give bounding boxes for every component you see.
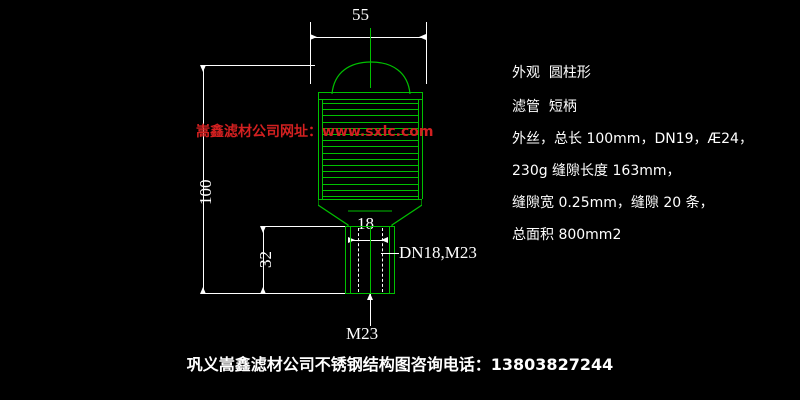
part-body-left-wall [318, 99, 319, 199]
part-body-left-inner [322, 99, 323, 199]
part-slot-ring [322, 103, 418, 104]
dim-arrow-stemw-right [381, 237, 388, 243]
part-flange-top [318, 92, 422, 93]
part-slot-ring [322, 184, 418, 185]
part-bore-left-hidden [358, 228, 359, 292]
dim-text-top-width: 55 [352, 5, 369, 24]
dim-line-stem-width [348, 240, 388, 241]
part-body-right-inner [418, 99, 419, 199]
part-flange-right [422, 92, 423, 99]
part-body-bottom [318, 199, 422, 200]
dim-arrow-top-right [419, 34, 426, 40]
ext-line-height-bottom [203, 293, 348, 294]
part-cap-dome [331, 61, 411, 95]
dim-line-overall-height [203, 65, 204, 293]
part-slot-ring [322, 134, 418, 135]
ext-line-top-left [310, 22, 311, 84]
part-collar-bottom [345, 293, 395, 294]
dim-text-stem-width: 18 [357, 214, 374, 233]
dim-arrow-stem-bottom [260, 287, 266, 294]
ext-line-top-right [426, 22, 427, 84]
spec-line: 外观 圆柱形 [512, 65, 591, 81]
footer-contact-text: 巩义嵩鑫滤材公司不锈钢结构图咨询电话：13803827244 [186, 355, 614, 374]
part-slot-ring [322, 140, 418, 141]
part-collar-top [345, 226, 395, 227]
part-slot-ring [322, 153, 418, 154]
part-slot-ring [322, 115, 418, 116]
part-slot-ring [322, 109, 418, 110]
part-collar-left [345, 226, 346, 294]
spec-line: 缝隙宽 0.25mm，缝隙 20 条， [512, 195, 714, 211]
spec-line: 230g 缝隙长度 163mm， [512, 163, 681, 179]
dim-arrow-height-bottom [200, 287, 206, 294]
watermark-text: 嵩鑫滤材公司网址：www.sxlc.com [196, 124, 434, 140]
part-bore-right-hidden [382, 228, 383, 292]
dim-arrow-height-top [200, 65, 206, 72]
part-slot-ring [322, 190, 418, 191]
part-bottom-taper [318, 199, 422, 226]
part-slot-ring [322, 177, 418, 178]
part-flange-left [318, 92, 319, 99]
dim-arrow-stemw-left [348, 237, 355, 243]
dim-arrow-top-left [310, 34, 317, 40]
dim-text-overall-height: 100 [196, 179, 215, 206]
spec-line: 外丝，总长 100mm，DN19，Æ24， [512, 131, 753, 147]
part-slot-ring [322, 171, 418, 172]
leader-line-dn18 [381, 253, 399, 254]
ext-line-stem-top [263, 226, 353, 227]
part-slot-ring [322, 196, 418, 197]
part-thread-right-inner [389, 226, 390, 294]
dim-arrow-m23 [367, 293, 373, 300]
dim-line-top-width [310, 37, 426, 38]
dim-arrow-stem-top [260, 226, 266, 233]
spec-line: 总面积 800mm2 [512, 227, 622, 243]
leader-line-m23 [370, 293, 371, 326]
dim-text-m23: M23 [346, 324, 379, 343]
part-slot-ring [322, 122, 418, 123]
part-collar-right [394, 226, 395, 294]
dim-text-stem-height: 32 [256, 251, 275, 268]
part-centerline-lower [370, 226, 371, 294]
part-slot-ring [322, 165, 418, 166]
spec-line: 滤管 短柄 [512, 99, 577, 115]
ext-line-height-top [203, 65, 315, 66]
dim-line-stem-height [263, 226, 264, 293]
part-slot-ring [322, 159, 418, 160]
part-body-right-wall [422, 99, 423, 199]
part-slot-ring [322, 128, 418, 129]
part-flange-bottom [318, 99, 422, 100]
part-thread-left-inner [350, 226, 351, 294]
part-centerline [370, 28, 371, 88]
callout-text-dn18: DN18,M23 [399, 243, 477, 262]
part-slot-ring [322, 146, 418, 147]
